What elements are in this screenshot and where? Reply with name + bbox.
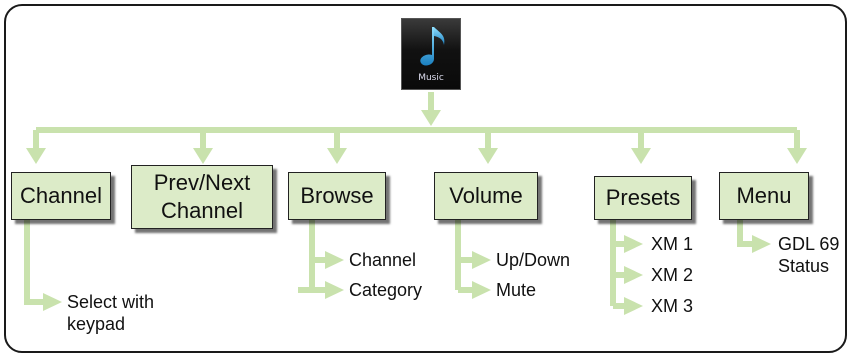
connector-sub-channel <box>24 219 45 305</box>
node-prev-next-channel[interactable]: Prev/Next Channel <box>131 165 273 229</box>
node-presets[interactable]: Presets <box>594 176 692 220</box>
arrow-menu <box>787 148 807 164</box>
subitem-gdl69-status: GDL 69 Status <box>778 234 840 276</box>
connector-sub-browse <box>298 219 315 293</box>
connector-sub-menu <box>737 219 754 247</box>
node-channel[interactable]: Channel <box>11 172 111 220</box>
node-label: Presets <box>605 185 681 210</box>
icon-caption: Music <box>418 73 444 83</box>
node-label: Browse <box>300 183 374 208</box>
arrow-browse <box>327 148 347 164</box>
arrow-sub-menu-1 <box>752 235 771 253</box>
arrow-presets <box>631 148 651 164</box>
subitem-select-with-keypad: Select with keypad <box>67 292 155 334</box>
node-label: Volume <box>449 183 523 208</box>
arrow-sub-channel-1 <box>43 293 62 311</box>
arrow-channel <box>26 148 46 164</box>
node-label: Prev/Next Channel <box>153 170 251 223</box>
node-volume[interactable]: Volume <box>434 172 538 220</box>
arrow-trunk <box>421 110 441 126</box>
arrow-sub-presets-2 <box>624 266 643 284</box>
arrow-volume <box>478 148 498 164</box>
arrow-sub-browse-2 <box>325 281 344 299</box>
arrow-prevnext <box>193 148 213 164</box>
arrow-sub-presets-1 <box>624 235 643 253</box>
subitem-preset-xm3: XM 3 <box>651 296 694 316</box>
arrow-sub-volume-1 <box>472 251 491 269</box>
note-glyph <box>420 27 445 66</box>
subitem-volume-mute: Mute <box>496 280 537 300</box>
subitem-volume-up-down: Up/Down <box>496 250 571 270</box>
subitem-preset-xm2: XM 2 <box>651 265 694 285</box>
music-note-icon[interactable]: Music <box>401 18 461 90</box>
subitem-preset-xm1: XM 1 <box>651 234 694 254</box>
subitem-browse-category: Category <box>349 280 423 300</box>
arrow-sub-browse-1 <box>325 251 344 269</box>
node-browse[interactable]: Browse <box>288 172 386 220</box>
node-menu[interactable]: Menu <box>719 172 809 220</box>
arrow-sub-presets-3 <box>624 297 643 315</box>
arrow-sub-volume-2 <box>472 281 491 299</box>
node-label: Channel <box>20 183 102 208</box>
subitem-browse-channel: Channel <box>349 250 417 270</box>
node-label: Menu <box>736 183 792 208</box>
